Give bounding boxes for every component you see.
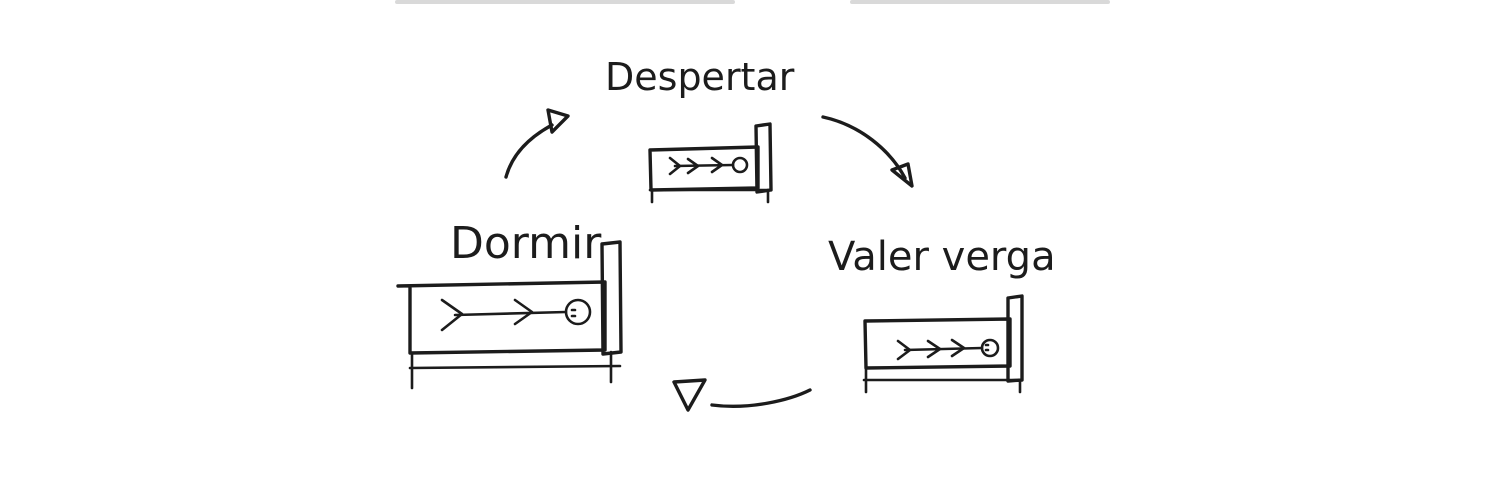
cropped-top-text — [395, 0, 1110, 4]
arrow-sleep-to-wake — [504, 108, 570, 179]
stage-label-wake: Despertar — [605, 55, 795, 99]
stage-label-fail: Valer verga — [828, 234, 1056, 280]
arrow-fail-to-sleep — [672, 378, 812, 412]
bed-fail-icon — [862, 294, 1024, 394]
stage-label-sleep: Dormir — [450, 218, 602, 269]
arrow-wake-to-fail — [821, 115, 914, 188]
bed-sleep-icon — [396, 240, 623, 390]
bed-wake-icon — [648, 122, 773, 204]
